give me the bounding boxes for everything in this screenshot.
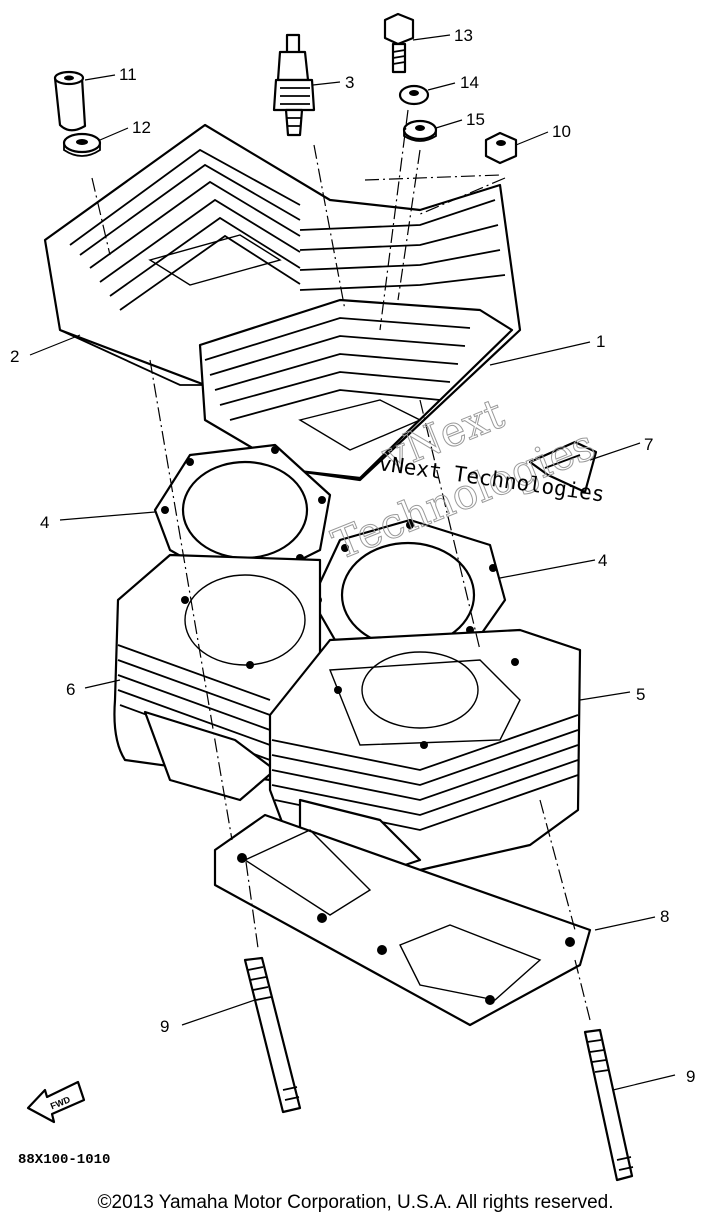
callout-1: 1 bbox=[596, 332, 605, 351]
callout-8: 8 bbox=[660, 907, 669, 926]
callout-11: 11 bbox=[119, 65, 137, 84]
washer-12 bbox=[62, 132, 102, 157]
callout-9-right: 9 bbox=[686, 1067, 695, 1086]
stud-9-left bbox=[243, 956, 302, 1114]
collar-11 bbox=[53, 70, 87, 132]
callout-4-right: 4 bbox=[598, 551, 607, 570]
head-gasket-right bbox=[310, 518, 507, 667]
copyright-notice: ©2013 Yamaha Motor Corporation, U.S.A. A… bbox=[97, 1192, 614, 1213]
bolt-13 bbox=[383, 12, 415, 74]
washer-14 bbox=[398, 84, 430, 106]
bracket-7 bbox=[528, 440, 598, 494]
nut-10 bbox=[484, 131, 518, 165]
callout-12: 12 bbox=[132, 118, 151, 137]
callout-13: 13 bbox=[454, 26, 473, 45]
callout-6: 6 bbox=[66, 680, 75, 699]
callout-7: 7 bbox=[644, 435, 653, 454]
callout-4-left: 4 bbox=[40, 513, 49, 532]
callout-9-left: 9 bbox=[160, 1017, 169, 1036]
callout-15: 15 bbox=[466, 110, 485, 129]
fwd-arrow-icon: FWD bbox=[26, 1080, 86, 1124]
head-gasket-left bbox=[153, 443, 332, 577]
callout-5: 5 bbox=[636, 685, 645, 704]
callout-10: 10 bbox=[552, 122, 571, 141]
cylinder-head bbox=[43, 123, 522, 482]
callout-14: 14 bbox=[460, 73, 479, 92]
callout-numbers: 1 2 3 4 4 5 6 7 8 9 9 10 11 12 13 14 15 bbox=[10, 26, 695, 1086]
figure-code: 88X100-1010 bbox=[18, 1152, 110, 1168]
callout-3: 3 bbox=[345, 73, 354, 92]
assembly-centerlines bbox=[91, 109, 591, 1021]
leader-lines bbox=[29, 34, 676, 1091]
washer-15 bbox=[402, 119, 438, 142]
spark-plug-3 bbox=[272, 33, 316, 137]
base-gasket-8 bbox=[213, 813, 592, 1027]
cylinder-left bbox=[113, 553, 322, 802]
stud-9-right bbox=[583, 1028, 634, 1182]
callout-2: 2 bbox=[10, 347, 19, 366]
